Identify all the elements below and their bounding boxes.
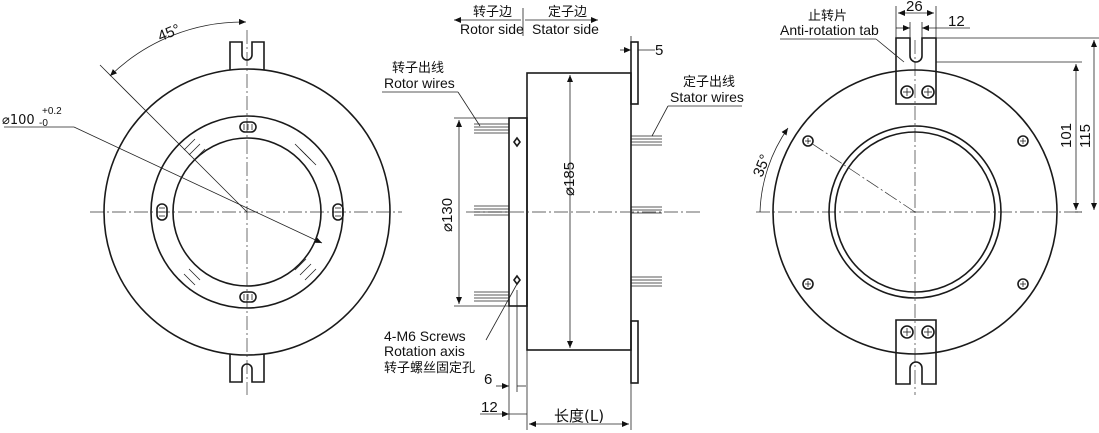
tab-label-en: Anti-rotation tab	[780, 22, 879, 38]
dim12-text: 12	[481, 399, 498, 416]
stator-wires-en: Stator wires	[670, 89, 744, 105]
front-outer-ring	[103, 68, 391, 356]
screw-holes-cn: 转子螺丝固定孔	[384, 361, 475, 376]
stator-wires-cn: 定子出线	[683, 75, 735, 90]
side-main-body	[526, 72, 632, 351]
side-bottom-tab	[630, 320, 639, 384]
side-stator-wires	[631, 135, 662, 287]
length-text: 长度(L)	[554, 407, 604, 425]
stator-wires-leader	[651, 105, 669, 137]
screws-label: 4-M6 Screws	[384, 328, 466, 344]
front-bore	[172, 137, 322, 287]
back-angle-arc	[759, 127, 789, 213]
front-bottom-tab	[229, 354, 265, 383]
rotor-wires-cn: 转子出线	[392, 61, 444, 76]
back-mounting-holes	[802, 135, 1029, 290]
front-brush-marks	[178, 138, 317, 291]
side-screw-top	[513, 136, 521, 148]
front-angle-arc	[109, 18, 247, 77]
dim101-text: 101	[1058, 123, 1075, 148]
front-view: 45° ⌀100 +0.2 -0	[2, 18, 402, 395]
rotor-wires-en: Rotor wires	[384, 75, 455, 91]
stator-side-cn: 定子边	[548, 5, 587, 20]
front-dia-leader	[73, 126, 323, 244]
rotor-side-cn: 转子边	[473, 5, 512, 20]
front-dia-text: ⌀100	[2, 113, 35, 128]
back-angle-text: 35°	[750, 152, 774, 179]
dim115-text: 115	[1077, 124, 1094, 148]
back-tab-screws	[900, 85, 935, 339]
front-angle-leader	[99, 64, 248, 213]
back-top-tab	[895, 37, 937, 105]
stator-side-en: Stator side	[532, 21, 599, 37]
dim5-text: 5	[655, 42, 663, 59]
tab-label-cn: 止转片	[808, 9, 847, 24]
dim26-text: 26	[906, 0, 923, 15]
side-top-tab	[630, 41, 639, 105]
front-tol-lower: -0	[39, 118, 48, 129]
dim185-text: ⌀185	[561, 162, 578, 196]
back-outer-ring	[772, 69, 1058, 355]
back-bore-outer	[828, 125, 1002, 299]
back-bore-inner	[834, 131, 996, 293]
back-view: 35° 止转片 Anti-rotation tab 26 12 101 115	[750, 0, 1099, 395]
dim6-text: 6	[484, 371, 492, 388]
side-view: 转子边 Rotor side 定子边 Stator side 转子出线 Roto…	[382, 5, 744, 430]
front-tol-upper: +0.2	[42, 106, 62, 117]
side-screw-bottom	[513, 274, 521, 286]
rotor-side-en: Rotor side	[460, 21, 524, 37]
screws-leader	[485, 283, 518, 341]
dim130-text: ⌀130	[439, 198, 456, 232]
dim12b-text: 12	[948, 13, 965, 30]
tab-label-leader	[875, 38, 905, 63]
back-bottom-tab	[895, 319, 937, 385]
rotor-wires-leader	[457, 91, 481, 127]
side-rotor-wires	[474, 123, 509, 302]
front-angle-text: 45°	[155, 21, 182, 45]
front-screw-slots	[156, 121, 344, 303]
rotation-axis-label: Rotation axis	[384, 343, 465, 359]
